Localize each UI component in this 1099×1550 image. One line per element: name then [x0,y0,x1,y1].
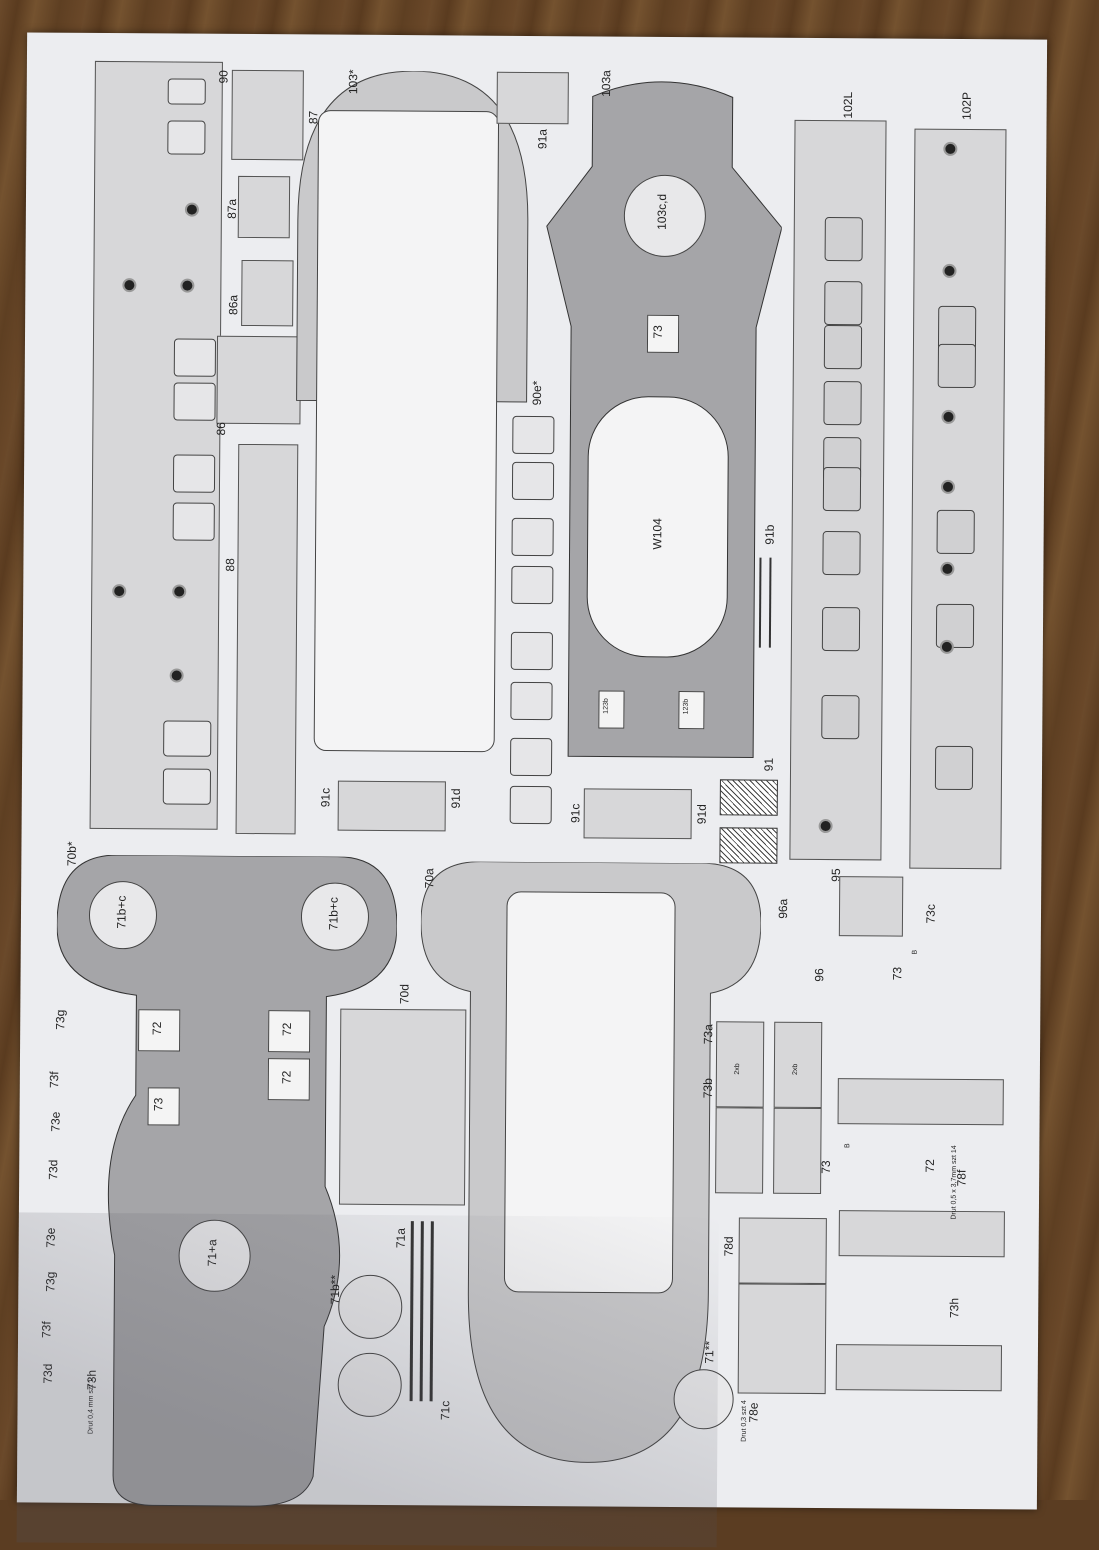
label-73b: 73b [700,1078,715,1099]
label-91b: 91b [762,524,777,545]
label-73-upper: 73 [650,325,665,339]
label-W104: W104 [650,518,665,550]
label-73f-1: 73f [47,1071,62,1089]
part-102L [789,119,887,861]
part-91c-91d-left [337,780,446,832]
part-73b-right [773,1107,822,1195]
label-72-b: 72 [279,1022,294,1037]
part-91-hatch-2 [719,827,778,864]
label-102L: 102L [840,91,856,119]
label-71bss: 71b** [327,1274,343,1305]
part-95 [838,876,904,937]
model-sheet: 90 87 87a 86a 86 88 103* 91a 103a 103c,d… [16,32,1048,1548]
label-70a: 70a [422,868,437,889]
label-71bc-left: 71b+c [114,895,129,929]
circle-71ss [673,1369,734,1430]
label-71a: 71a [393,1228,408,1249]
part-70a-track [420,861,762,1463]
label-72-c: 72 [279,1070,294,1085]
label-70bstar: 70b* [64,841,79,867]
label-88: 88 [223,558,238,572]
label-91d-right: 91d [694,804,709,825]
label-96: 96 [812,968,827,982]
label-78e: 78e [746,1402,761,1423]
label-91: 91 [761,757,776,772]
label-90: 90 [216,70,231,84]
label-73c: 73c [923,904,938,924]
part-78d [738,1217,827,1285]
label-73g-2: 73g [43,1271,58,1292]
label-72-a: 72 [149,1021,164,1036]
label-2xb-2: 2xb [792,1063,800,1076]
part-87a [237,175,291,239]
part-102P [909,128,1007,870]
label-72-right: 72 [922,1159,937,1173]
label-86: 86 [214,422,229,436]
part-103a-deck [546,81,783,759]
label-73f-2: 73f [39,1321,54,1339]
label-73a: 73a [701,1024,716,1045]
label-103a: 103a [599,70,614,97]
label-drut-04: Drut 0,4 mm szt 1 [87,1378,95,1435]
label-78d: 78d [721,1236,736,1257]
label-73-mid: 73 [818,1160,833,1174]
part-70d [338,1008,467,1206]
label-90e: 90e* [529,380,545,406]
label-91c-left: 91c [318,787,333,808]
hull-side-panel-left [89,60,223,830]
part-91c-91d-right [583,788,692,840]
label-73-right: 73 [890,966,905,981]
label-B-2: B [844,1143,852,1149]
circle-71bss-2 [337,1352,402,1418]
label-drut-05: Drut 0,5 x 3,7mm szt 14 [950,1145,959,1220]
part-103-horseshoe [296,70,529,753]
part-78d-lower [737,1283,827,1395]
label-102P: 102P [959,91,974,121]
label-103cd: 103c,d [654,193,670,230]
circle-71bss-1 [338,1274,403,1340]
label-103star: 103* [346,69,361,95]
label-73d-2: 73d [40,1363,55,1384]
part-71a-rod-1 [409,1221,414,1402]
label-71a-plus: 71+a [205,1239,220,1267]
label-123b-2: 123b [682,698,690,715]
part-73b-left [715,1107,764,1194]
label-87a: 87a [224,198,240,219]
part-86a [241,259,294,327]
label-73g-1: 73g [53,1009,68,1030]
label-96a: 96a [775,898,791,919]
label-73-lower: 73 [151,1097,166,1112]
part-72-block-2 [838,1210,1005,1258]
label-71ss: 71** [702,1340,717,1364]
part-91-hatch-1 [719,779,778,816]
label-86a: 86a [226,294,241,315]
label-2xb-1: 2xb [734,1063,742,1075]
label-73e-2: 73e [43,1227,58,1248]
label-drut-03: Drut 0,3 szt 4 [740,1400,748,1442]
part-72-block-3 [835,1344,1003,1392]
label-73h-2: 73h [947,1297,962,1319]
label-70d: 70d [397,984,412,1005]
label-91d-left: 91d [448,788,463,809]
label-123b-1: 123b [602,698,610,714]
part-72-block-1 [837,1078,1004,1126]
label-91c-right: 91c [568,803,583,824]
label-73e-1: 73e [48,1111,63,1132]
label-B-1: B [911,949,919,955]
label-73d-1: 73d [46,1159,61,1180]
label-71c: 71c [438,1400,453,1421]
label-71bc-right: 71b+c [326,897,341,931]
